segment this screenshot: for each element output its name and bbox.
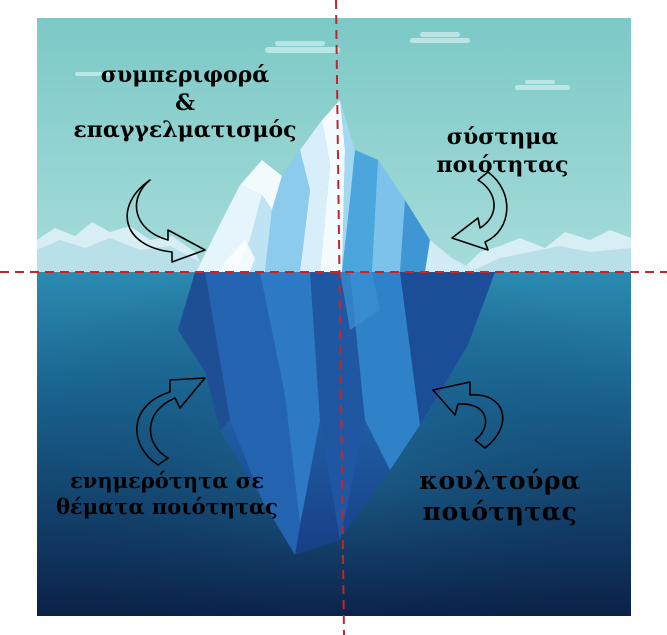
label-line: κουλτούρα [400, 465, 600, 496]
label-line: ποιότητας [410, 152, 595, 180]
label-line: ενημερότητα σε [32, 468, 302, 494]
label-behaviour-professionalism: συμπεριφορά & επαγγελματισμός [60, 62, 310, 145]
label-line: σύστημα [410, 124, 595, 152]
label-line: θέματα ποιότητας [32, 494, 302, 520]
label-line: & [60, 90, 310, 118]
label-line: συμπεριφορά [60, 62, 310, 90]
label-quality-awareness: ενημερότητα σε θέματα ποιότητας [32, 468, 302, 521]
label-quality-culture: κουλτούρα ποιότητας [400, 465, 600, 528]
label-quality-system: σύστημα ποιότητας [410, 124, 595, 179]
label-line: ποιότητας [400, 496, 600, 527]
label-line: επαγγελματισμός [60, 117, 310, 145]
